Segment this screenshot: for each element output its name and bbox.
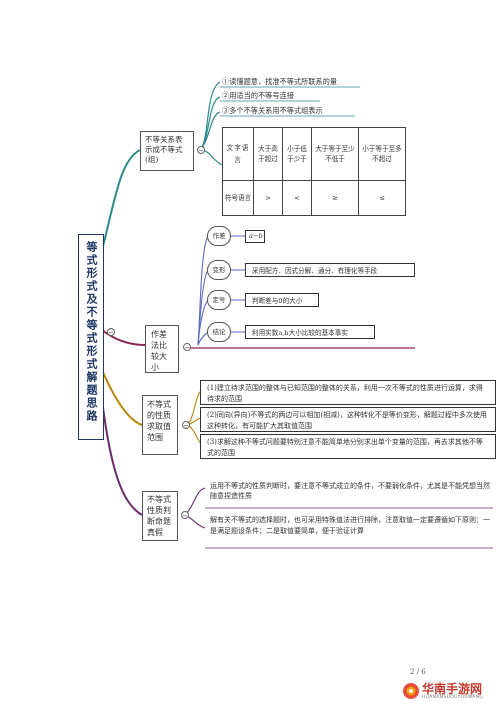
step-node: 变形 [207,260,231,280]
table-cell: > [253,180,283,216]
judgement-item-1: 运用不等式的性质判断时，要注意不等式成立的条件，不要弱化条件，尤其是不能凭想当然… [210,482,490,500]
collapse-toggle[interactable]: − [183,343,191,352]
table-cell: < [282,180,312,216]
branch-inequality-representation: 不等关系表示成不等式(组) [140,131,194,171]
range-item-1: (1)建立待求范围的整体与已知范围的整体的关系，利用一次不等式的性质进行运算，求… [200,380,496,405]
branch-label: 不等式的性质求取值范围 [147,400,171,442]
site-logo: 华南手游网 HUANANSHOUYOUWANG [402,680,496,704]
step-3: ③多个不等关系用不等式组表示 [222,106,323,115]
page-number: 2 / 6 [410,668,426,676]
logo-subtext: HUANANSHOUYOUWANG [422,695,484,700]
step-detail: a−b [245,230,265,243]
table-cell: 大于等于至少不低于 [311,127,359,181]
step-node: 结论 [207,322,231,342]
step-detail: 判断差与0的大小 [245,293,319,307]
branch-label: 不等关系表示成不等式(组) [145,135,183,164]
collapse-toggle[interactable]: − [197,146,205,155]
collapse-toggle[interactable]: − [182,421,190,430]
branch-label: 作差法比较大小 [151,330,167,372]
branch-property-range: 不等式的性质求取值范围 [142,395,178,455]
step-1: ①读懂题意，找准不等式所联系的量 [222,77,338,86]
range-item-2: (2)同向(异向)不等式的两边可以相加(相减)，这种转化不是等价变形，解题过程中… [200,407,496,432]
central-topic: 等式形式及不等式形式解题思路 [78,234,104,440]
table-header-text: 文字语言 [222,127,254,181]
logo-text: 华南手游网 [422,682,483,696]
central-topic-label: 等式形式及不等式形式解题思路 [85,241,98,423]
judgement-item-2: 解有关不等式的选择题时，也可采用特殊值法进行排除，注意取值一定要遵循如下原则：一… [210,516,490,535]
step-node: 定号 [207,290,231,310]
table-header-symbol: 符号语言 [222,180,254,216]
branch-difference-method: 作差法比较大小 [145,325,179,373]
logo-icon [403,683,419,699]
comparison-table: 文字语言 大于高于超过 小于低于少于 大于等于至少不低于 小于等于至多不超过 符… [222,127,406,216]
table-cell: 小于等于至多不超过 [358,127,406,181]
step-2: ②用适当的不等号连接 [222,91,294,100]
branch-label: 不等式性质判断命题真假 [147,495,171,537]
step-node: 作差 [207,226,231,246]
range-item-3: (3)求解这种不等式问题要特别注意不能简单地分别求出单个变量的范围，再去求其他不… [200,434,496,459]
step-detail: 采用配方、因式分解、通分、有理化等手段 [245,263,415,277]
collapse-toggle[interactable]: − [181,511,189,520]
branch-property-judgement: 不等式性质判断命题真假 [142,491,178,541]
table-cell: 大于高于超过 [253,127,283,181]
table-cell: 小于低于少于 [282,127,312,181]
table-cell: ≤ [358,180,406,216]
collapse-toggle[interactable]: − [107,328,115,337]
table-cell: ≥ [311,180,359,216]
step-detail: 利用实数a,b大小比较的基本事实 [245,325,375,339]
